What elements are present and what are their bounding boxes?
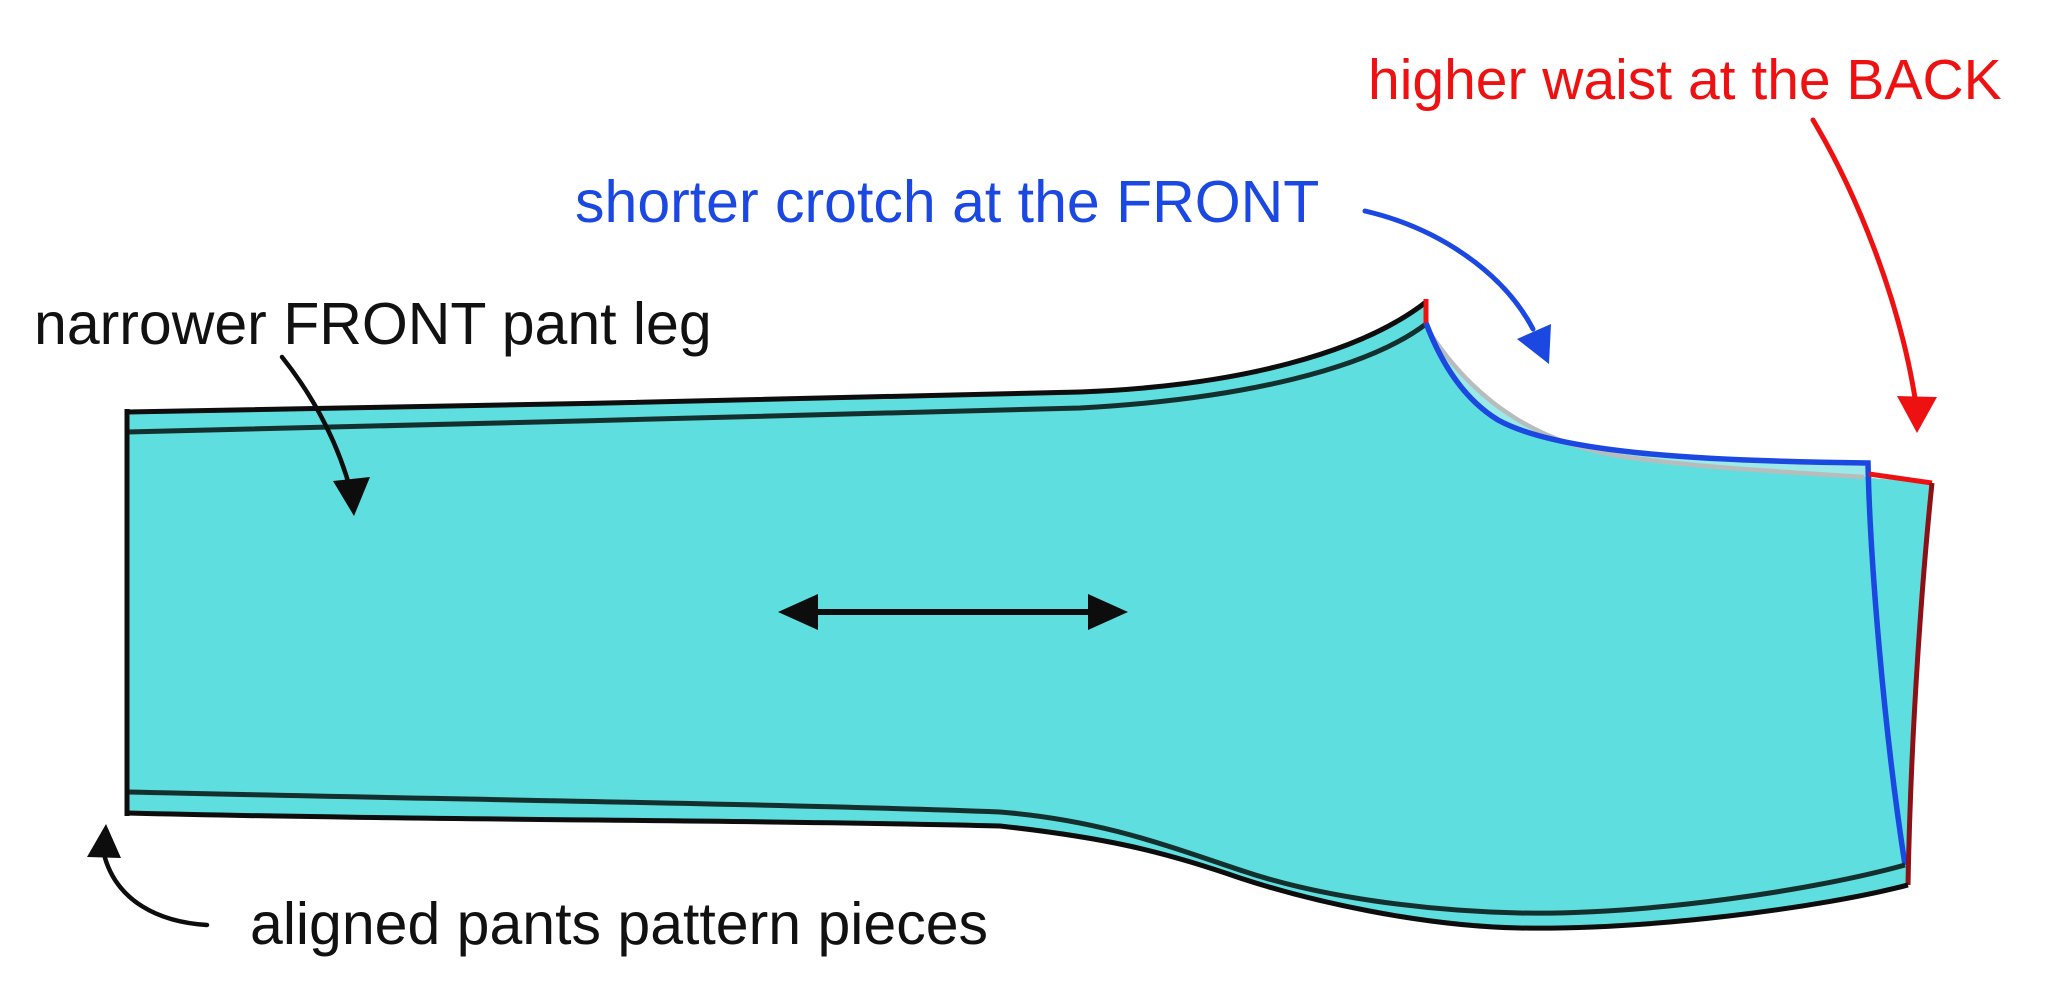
back-crotch-curve	[1426, 328, 1865, 480]
front-crotch-arrow-icon	[1362, 208, 1551, 364]
back-waist-arrow-icon	[1810, 117, 1937, 433]
label-higher-waist-back: higher waist at the BACK	[1368, 48, 2002, 112]
front-outline-blue	[1423, 322, 1908, 866]
back-bottom-edge	[126, 810, 1909, 931]
front-top-edge	[126, 322, 1428, 435]
label-narrower-front-leg: narrower FRONT pant leg	[34, 291, 712, 357]
grainline-arrow-icon	[778, 594, 1128, 630]
front-leg-arrow-icon	[279, 354, 370, 516]
back-waist-right-edge	[1905, 482, 1935, 886]
aligned-arrow-icon	[87, 824, 210, 928]
front-bottom-edge	[127, 789, 1906, 916]
back-waist-top-edge	[1868, 471, 1933, 486]
label-aligned-pieces: aligned pants pattern pieces	[250, 891, 989, 957]
pattern-pieces-fill	[127, 302, 1932, 929]
back-top-edge	[126, 300, 1428, 415]
label-shorter-crotch-front: shorter crotch at the FRONT	[575, 169, 1320, 235]
